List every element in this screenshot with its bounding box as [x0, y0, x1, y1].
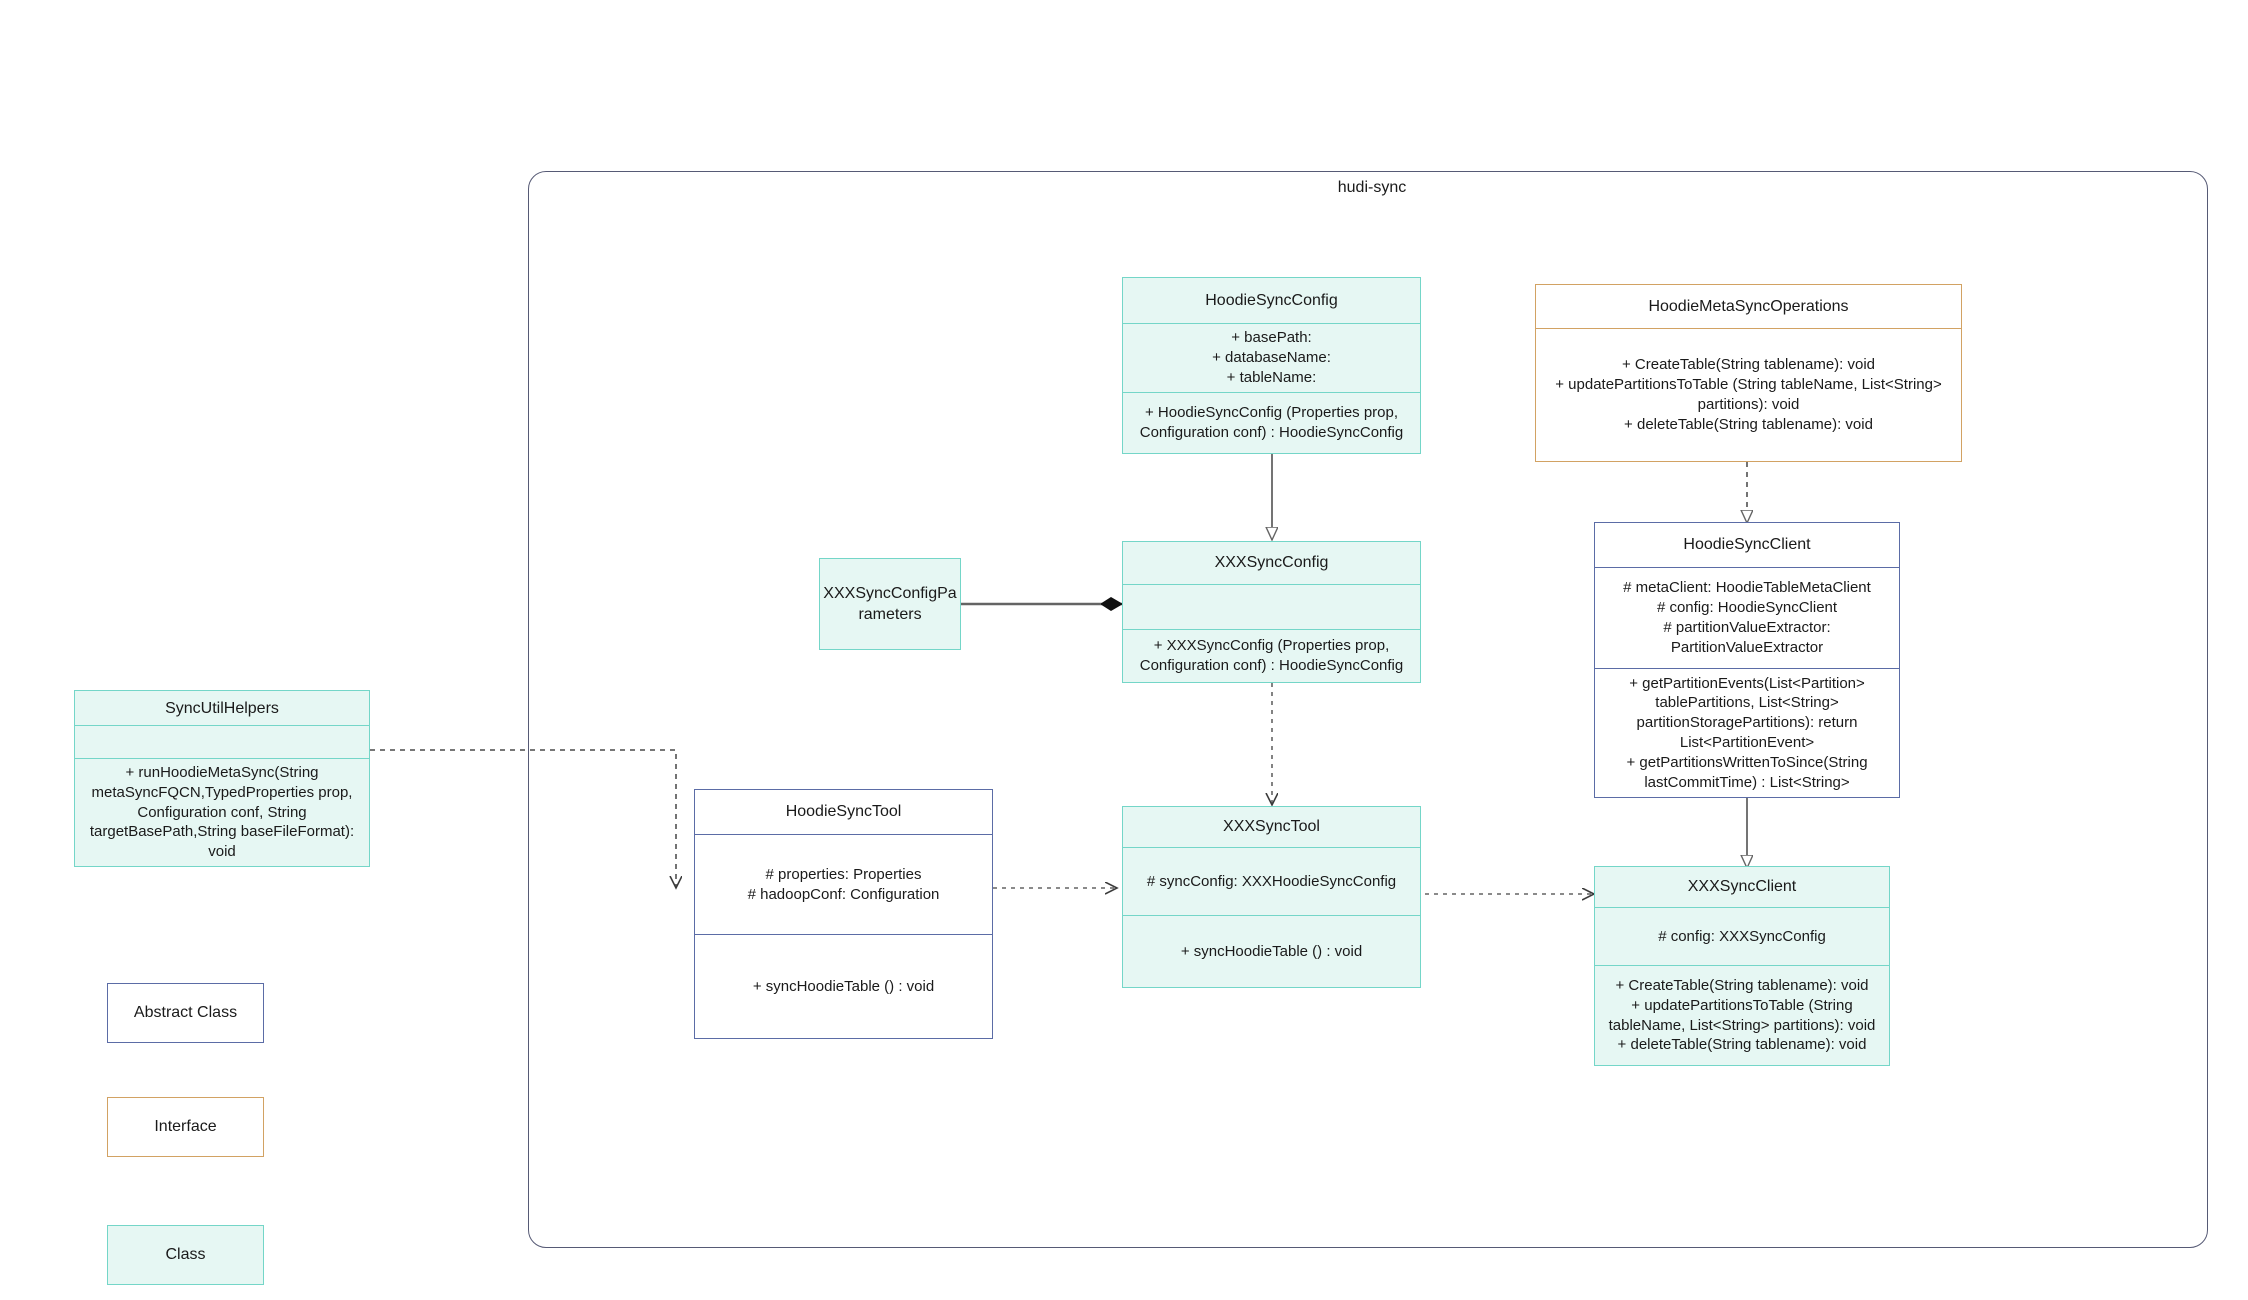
class-box-hoodie-sync-tool[interactable]: HoodieSyncTool # properties: Properties …: [694, 789, 993, 1039]
class-name-xxx-sync-config: XXXSyncConfig: [1214, 554, 1329, 572]
class-name-hoodie-sync-config: HoodieSyncConfig: [1205, 291, 1338, 309]
legend-label-abstract-class: Abstract Class: [133, 1004, 238, 1021]
class-box-xxx-sync-tool[interactable]: XXXSyncTool # syncConfig: XXXHoodieSyncC…: [1122, 806, 1421, 988]
class-name-xxx-sync-config-parameters: XXXSyncConfigParameters: [823, 584, 957, 623]
class-attributes-hoodie-sync-tool: # properties: Properties # hadoopConf: C…: [695, 834, 992, 934]
package-hudi-sync: [528, 171, 2208, 1248]
class-attributes-xxx-sync-tool: # syncConfig: XXXHoodieSyncConfig: [1123, 847, 1420, 915]
class-box-hoodie-sync-config[interactable]: HoodieSyncConfig + basePath: + databaseN…: [1122, 277, 1421, 454]
class-name-xxx-sync-client: XXXSyncClient: [1687, 878, 1797, 896]
class-operations-hoodie-sync-tool: + syncHoodieTable () : void: [695, 934, 992, 1038]
class-operations-xxx-sync-client: + CreateTable(String tablename): void + …: [1595, 965, 1889, 1065]
legend-class: Class: [107, 1225, 264, 1285]
class-name-sync-util-helpers: SyncUtilHelpers: [165, 699, 279, 717]
package-title: hudi-sync: [1337, 179, 1407, 196]
legend-abstract-class: Abstract Class: [107, 983, 264, 1043]
class-attributes-hoodie-sync-config: + basePath: + databaseName: + tableName:: [1123, 323, 1420, 392]
class-name-hoodie-sync-tool: HoodieSyncTool: [785, 803, 902, 821]
legend-label-class: Class: [165, 1246, 206, 1263]
class-box-xxx-sync-client[interactable]: XXXSyncClient # config: XXXSyncConfig + …: [1594, 866, 1890, 1066]
class-attributes-xxx-sync-config: [1123, 584, 1420, 629]
class-operations-hoodie-sync-config: + HoodieSyncConfig (Properties prop, Con…: [1123, 392, 1420, 453]
class-operations-xxx-sync-tool: + syncHoodieTable () : void: [1123, 915, 1420, 987]
class-operations-hoodie-sync-client: + getPartitionEvents(List<Partition> tab…: [1595, 668, 1899, 797]
class-attributes-hoodie-sync-client: # metaClient: HoodieTableMetaClient # co…: [1595, 567, 1899, 668]
class-attributes-xxx-sync-client: # config: XXXSyncConfig: [1595, 907, 1889, 965]
class-name-hoodie-meta-sync-operations: HoodieMetaSyncOperations: [1648, 297, 1849, 315]
class-operations-sync-util-helpers: + runHoodieMetaSync(String metaSyncFQCN,…: [75, 758, 369, 866]
legend-label-interface: Interface: [154, 1118, 217, 1135]
class-name-hoodie-sync-client: HoodieSyncClient: [1683, 536, 1811, 554]
class-box-xxx-sync-config[interactable]: XXXSyncConfig + XXXSyncConfig (Propertie…: [1122, 541, 1421, 683]
class-box-sync-util-helpers[interactable]: SyncUtilHelpers + runHoodieMetaSync(Stri…: [74, 690, 370, 867]
class-box-xxx-sync-config-parameters[interactable]: XXXSyncConfigParameters: [819, 558, 961, 650]
class-box-hoodie-meta-sync-operations[interactable]: HoodieMetaSyncOperations + CreateTable(S…: [1535, 284, 1962, 462]
legend-interface: Interface: [107, 1097, 264, 1157]
class-name-xxx-sync-tool: XXXSyncTool: [1223, 818, 1320, 836]
class-operations-hoodie-meta-sync-operations: + CreateTable(String tablename): void + …: [1536, 328, 1961, 461]
class-box-hoodie-sync-client[interactable]: HoodieSyncClient # metaClient: HoodieTab…: [1594, 522, 1900, 798]
class-operations-xxx-sync-config: + XXXSyncConfig (Properties prop, Config…: [1123, 629, 1420, 682]
class-attributes-sync-util-helpers: [75, 725, 369, 758]
